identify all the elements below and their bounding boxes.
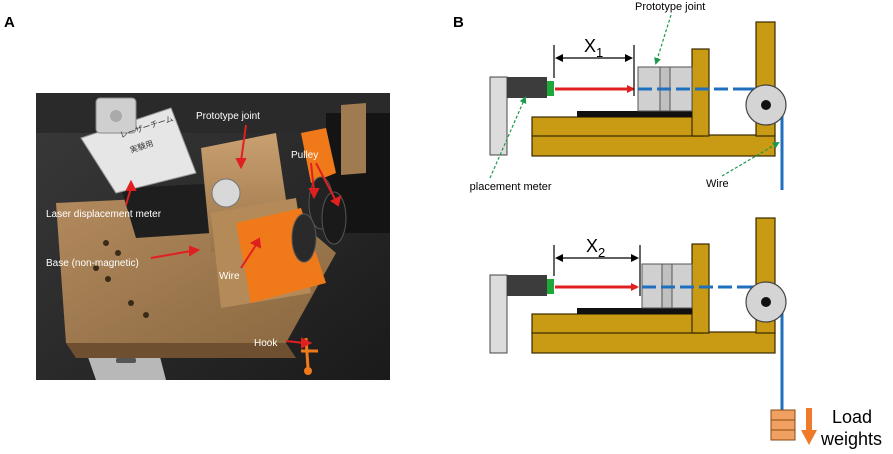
label-laser-meter: Laser displacement meter bbox=[46, 209, 162, 220]
panel-label-a: A bbox=[4, 14, 15, 31]
schematic-diagram: X1 Prototype joint Laser displacement me… bbox=[470, 1, 882, 449]
label-wire-b: Wire bbox=[706, 178, 729, 190]
load-label-line2: weights bbox=[820, 429, 882, 449]
label-prototype-joint: Prototype joint bbox=[196, 111, 260, 122]
x2-label: X2 bbox=[586, 236, 605, 260]
label-laser-meter-b: Laser displacement meter bbox=[470, 181, 552, 193]
label-base: Base (non-magnetic) bbox=[46, 258, 139, 269]
experimental-setup-photo: レーザーチーム 実験用 Prototype joint Pulley Laser… bbox=[36, 93, 390, 380]
schematic-top: X1 Prototype joint Laser displacement me… bbox=[470, 1, 787, 193]
label-hook: Hook bbox=[254, 338, 278, 349]
label-prototype-joint-b: Prototype joint bbox=[635, 1, 705, 13]
panel-label-b: B bbox=[453, 14, 464, 31]
load-label-line1: Load bbox=[832, 407, 872, 427]
label-pulley: Pulley bbox=[291, 150, 318, 161]
x1-label: X1 bbox=[584, 36, 603, 60]
schematic-bottom: X2 Load weights bbox=[489, 217, 882, 449]
label-wire: Wire bbox=[219, 271, 240, 282]
